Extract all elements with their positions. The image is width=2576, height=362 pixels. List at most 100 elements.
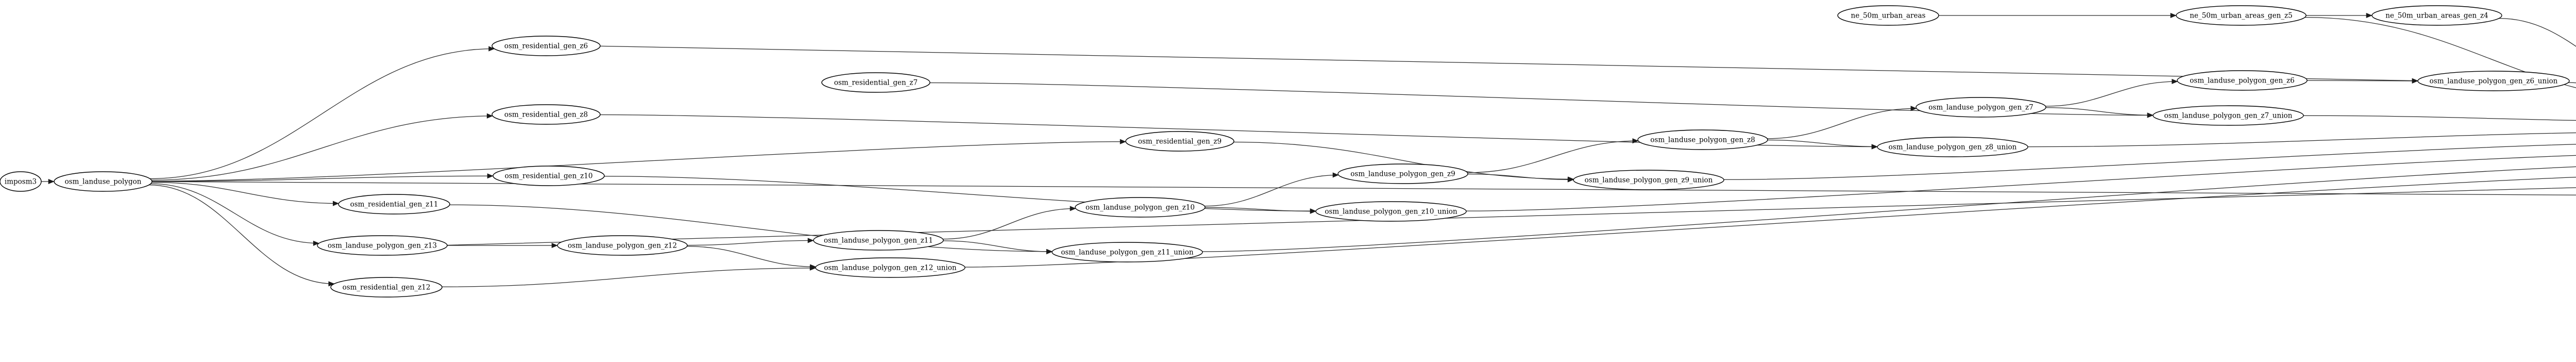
node-label: osm_residential_gen_z10 [505, 172, 593, 180]
edge-osm_landuse_polygon_gen_z11--to--osm_landuse_polygon_gen_z11_union [943, 240, 1053, 252]
edge-osm_landuse_polygon_gen_z10--to--osm_landuse_polygon_gen_z9 [1204, 174, 1339, 207]
node-label: osm_landuse_polygon_gen_z6_union [2430, 77, 2558, 86]
node-osm_landuse_polygon_gen_z11_union[interactable]: osm_landuse_polygon_gen_z11_union [1052, 242, 1203, 262]
node-label: osm_landuse_polygon_gen_z9_union [1585, 176, 1713, 185]
edge-osm_landuse_polygon_gen_z7_union--to--layer_landuse_z7 [2303, 115, 2576, 121]
edge-arrowhead [2412, 78, 2418, 84]
edge-osm_landuse_polygon_gen_z12_union--to--layer_landuse_z12 [964, 176, 2576, 268]
edge-osm_landuse_polygon_gen_z8--to--osm_landuse_polygon_gen_z7 [1767, 108, 1917, 139]
edge-osm_landuse_polygon_gen_z9--to--osm_landuse_polygon_gen_z8 [1467, 140, 1638, 173]
node-osm_landuse_polygon_gen_z13[interactable]: osm_landuse_polygon_gen_z13 [317, 235, 448, 256]
node-shape [338, 194, 450, 215]
node-shape [1125, 131, 1234, 152]
node-osm_landuse_polygon_gen_z12[interactable]: osm_landuse_polygon_gen_z12 [557, 235, 688, 256]
node-label: osm_residential_gen_z7 [834, 79, 918, 87]
edge-osm_landuse_polygon--to--osm_residential_gen_z12 [149, 185, 334, 284]
node-osm_residential_gen_z12[interactable]: osm_residential_gen_z12 [330, 277, 443, 298]
edge-osm_landuse_polygon--to--osm_residential_gen_z6 [149, 48, 495, 179]
node-osm_residential_gen_z7[interactable]: osm_residential_gen_z7 [821, 72, 930, 93]
node-osm_landuse_polygon_gen_z7_union[interactable]: osm_landuse_polygon_gen_z7_union [2153, 105, 2304, 126]
edge-osm_landuse_polygon_gen_z8--to--osm_landuse_polygon_gen_z8_union [1767, 139, 1878, 147]
edge-arrowhead [313, 240, 319, 246]
node-label: osm_landuse_polygon_gen_z8 [1650, 136, 1755, 144]
edge-osm_landuse_polygon_gen_z8_union--to--layer_landuse_z8 [2027, 132, 2576, 147]
node-osm_landuse_polygon_gen_z10[interactable]: osm_landuse_polygon_gen_z10 [1075, 197, 1206, 218]
node-label: ne_50m_urban_areas [1851, 12, 1926, 20]
edge-arrowhead [2147, 112, 2154, 118]
edge-osm_landuse_polygon_gen_z6--to--osm_landuse_polygon_gen_z6_union [2307, 80, 2418, 81]
node-imposm3[interactable]: imposm3 [0, 171, 42, 192]
node-osm_landuse_polygon_gen_z8_union[interactable]: osm_landuse_polygon_gen_z8_union [1877, 137, 2028, 157]
edge-osm_landuse_polygon--to--osm_residential_gen_z11 [151, 182, 339, 204]
node-label: osm_landuse_polygon_gen_z11 [824, 237, 933, 245]
node-osm_landuse_polygon_gen_z6[interactable]: osm_landuse_polygon_gen_z6 [2177, 70, 2308, 91]
node-osm_residential_gen_z8[interactable]: osm_residential_gen_z8 [492, 104, 601, 125]
node-label: osm_landuse_polygon_gen_z10_union [1325, 208, 1458, 216]
node-osm_landuse_polygon_gen_z12_union[interactable]: osm_landuse_polygon_gen_z12_union [815, 257, 965, 278]
edge-arrowhead [486, 113, 493, 119]
node-label: osm_residential_gen_z9 [1138, 138, 1222, 146]
node-ne_50m_urban_areas_gen_z5[interactable]: ne_50m_urban_areas_gen_z5 [2176, 5, 2307, 26]
edge-osm_landuse_polygon_gen_z12--to--osm_landuse_polygon_gen_z11 [687, 240, 814, 246]
node-shape [330, 277, 443, 298]
node-label: osm_landuse_polygon_gen_z10 [1086, 204, 1195, 212]
edge-osm_landuse_polygon--to--osm_residential_gen_z8 [151, 116, 493, 180]
node-osm_landuse_polygon_gen_z10_union[interactable]: osm_landuse_polygon_gen_z10_union [1315, 201, 1467, 222]
node-ne_50m_urban_areas_gen_z4[interactable]: ne_50m_urban_areas_gen_z4 [2371, 5, 2502, 26]
node-osm_residential_gen_z9[interactable]: osm_residential_gen_z9 [1125, 131, 1234, 152]
node-shape [317, 235, 448, 256]
edge-osm_landuse_polygon_gen_z9--to--osm_landuse_polygon_gen_z9_union [1467, 173, 1574, 180]
node-osm_landuse_polygon_gen_z11[interactable]: osm_landuse_polygon_gen_z11 [813, 230, 944, 251]
node-label: osm_residential_gen_z6 [504, 42, 588, 51]
node-osm_landuse_polygon_gen_z9[interactable]: osm_landuse_polygon_gen_z9 [1337, 163, 1468, 184]
edge-arrowhead [48, 178, 55, 185]
node-shape [1916, 97, 2046, 118]
node-label: osm_landuse_polygon_gen_z6 [2190, 77, 2294, 85]
edge-arrowhead [1567, 177, 1574, 183]
edge-arrowhead [1910, 106, 1917, 111]
node-shape [2177, 70, 2308, 91]
node-osm_landuse_polygon_gen_z8[interactable]: osm_landuse_polygon_gen_z8 [1637, 129, 1768, 150]
edge-arrowhead [488, 46, 495, 52]
edge-osm_landuse_polygon_gen_z10_union--to--layer_landuse_z10 [1466, 155, 2576, 211]
edge-arrowhead [487, 173, 494, 179]
node-osm_landuse_polygon_gen_z6_union[interactable]: osm_landuse_polygon_gen_z6_union [2417, 71, 2570, 91]
node-osm_landuse_polygon[interactable]: osm_landuse_polygon [54, 171, 152, 192]
edge-osm_landuse_polygon_gen_z7--to--osm_landuse_polygon_gen_z6 [2045, 81, 2178, 107]
edge-arrowhead [2366, 12, 2372, 19]
edge-arrowhead [1046, 249, 1053, 255]
node-label: osm_landuse_polygon_gen_z12_union [824, 264, 957, 272]
edge-osm_landuse_polygon_gen_z12--to--osm_landuse_polygon_gen_z12_union [687, 245, 816, 268]
node-shape [493, 166, 605, 186]
node-shape [813, 230, 944, 251]
node-shape [492, 36, 601, 56]
node-shape [1337, 163, 1468, 184]
edge-arrowhead [1332, 172, 1339, 178]
node-shape [1075, 197, 1206, 218]
edge-arrowhead [2170, 12, 2177, 19]
node-shape [492, 104, 601, 125]
node-osm_residential_gen_z10[interactable]: osm_residential_gen_z10 [493, 166, 605, 186]
node-label: osm_residential_gen_z11 [350, 201, 438, 209]
node-osm_residential_gen_z11[interactable]: osm_residential_gen_z11 [338, 194, 450, 215]
edge-arrowhead [1070, 206, 1076, 211]
node-shape [1877, 137, 2028, 157]
node-osm_landuse_polygon_gen_z9_union[interactable]: osm_landuse_polygon_gen_z9_union [1573, 170, 1724, 190]
edge-arrowhead [1632, 138, 1639, 144]
node-label: osm_landuse_polygon_gen_z9 [1350, 170, 1455, 178]
node-label: osm_landuse_polygon_gen_z7_union [2164, 112, 2293, 120]
node-osm_landuse_polygon_gen_z7[interactable]: osm_landuse_polygon_gen_z7 [1916, 97, 2046, 118]
edge-osm_landuse_polygon--to--osm_residential_gen_z9 [151, 141, 1126, 182]
node-shape [1315, 201, 1467, 222]
node-ne_50m_urban_areas[interactable]: ne_50m_urban_areas [1837, 5, 1939, 26]
node-label: osm_landuse_polygon_gen_z11_union [1061, 249, 1194, 257]
node-shape [2176, 5, 2307, 26]
node-shape [1637, 129, 1768, 150]
edge-arrowhead [551, 242, 558, 249]
edge-ne_50m_urban_areas_gen_z4--to--layer_landuse_z4 [2499, 18, 2576, 47]
edge-arrowhead [1310, 208, 1316, 214]
node-label: ne_50m_urban_areas_gen_z4 [2385, 12, 2488, 20]
node-osm_residential_gen_z6[interactable]: osm_residential_gen_z6 [492, 36, 601, 56]
